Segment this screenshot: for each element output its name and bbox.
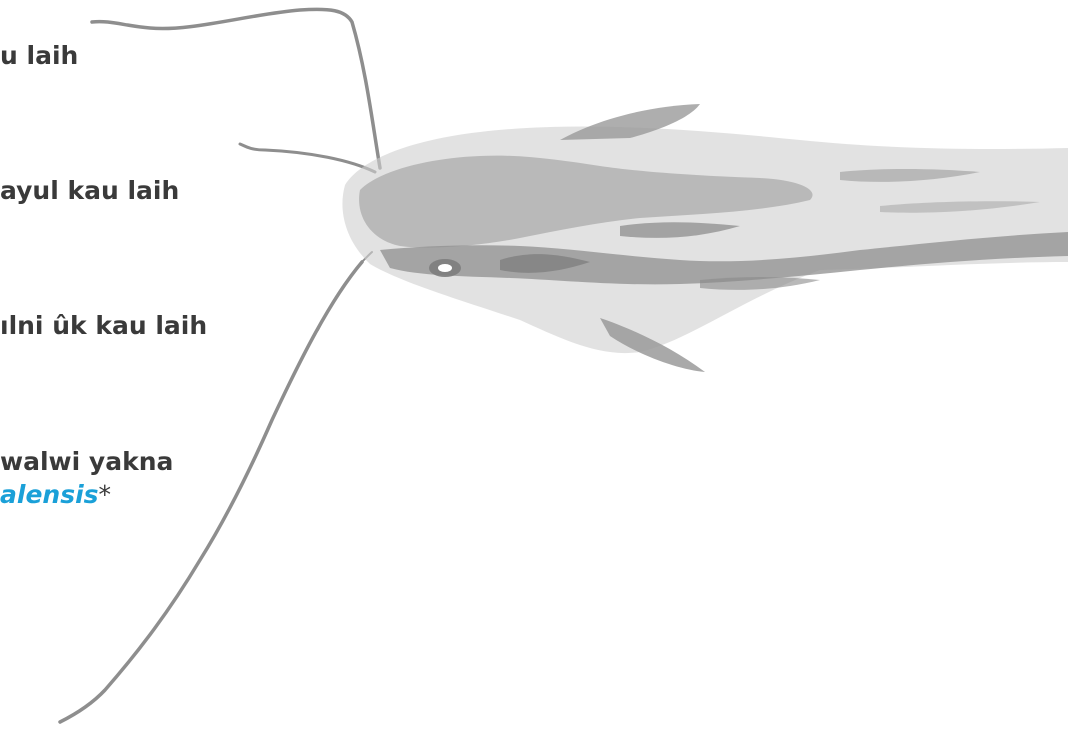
catfish-whiskers	[60, 9, 380, 722]
catfish-body	[342, 104, 1068, 372]
text-line-3: ılni ûk kau laih	[0, 309, 207, 342]
text-line-4: walwi yakna	[0, 445, 173, 478]
footnote-mark: *	[99, 480, 112, 509]
text-line-1: u laih	[0, 39, 78, 72]
scientific-name: alensis	[0, 480, 99, 509]
text-line-2: ayul kau laih	[0, 174, 179, 207]
text-line-5: alensis*	[0, 478, 111, 511]
